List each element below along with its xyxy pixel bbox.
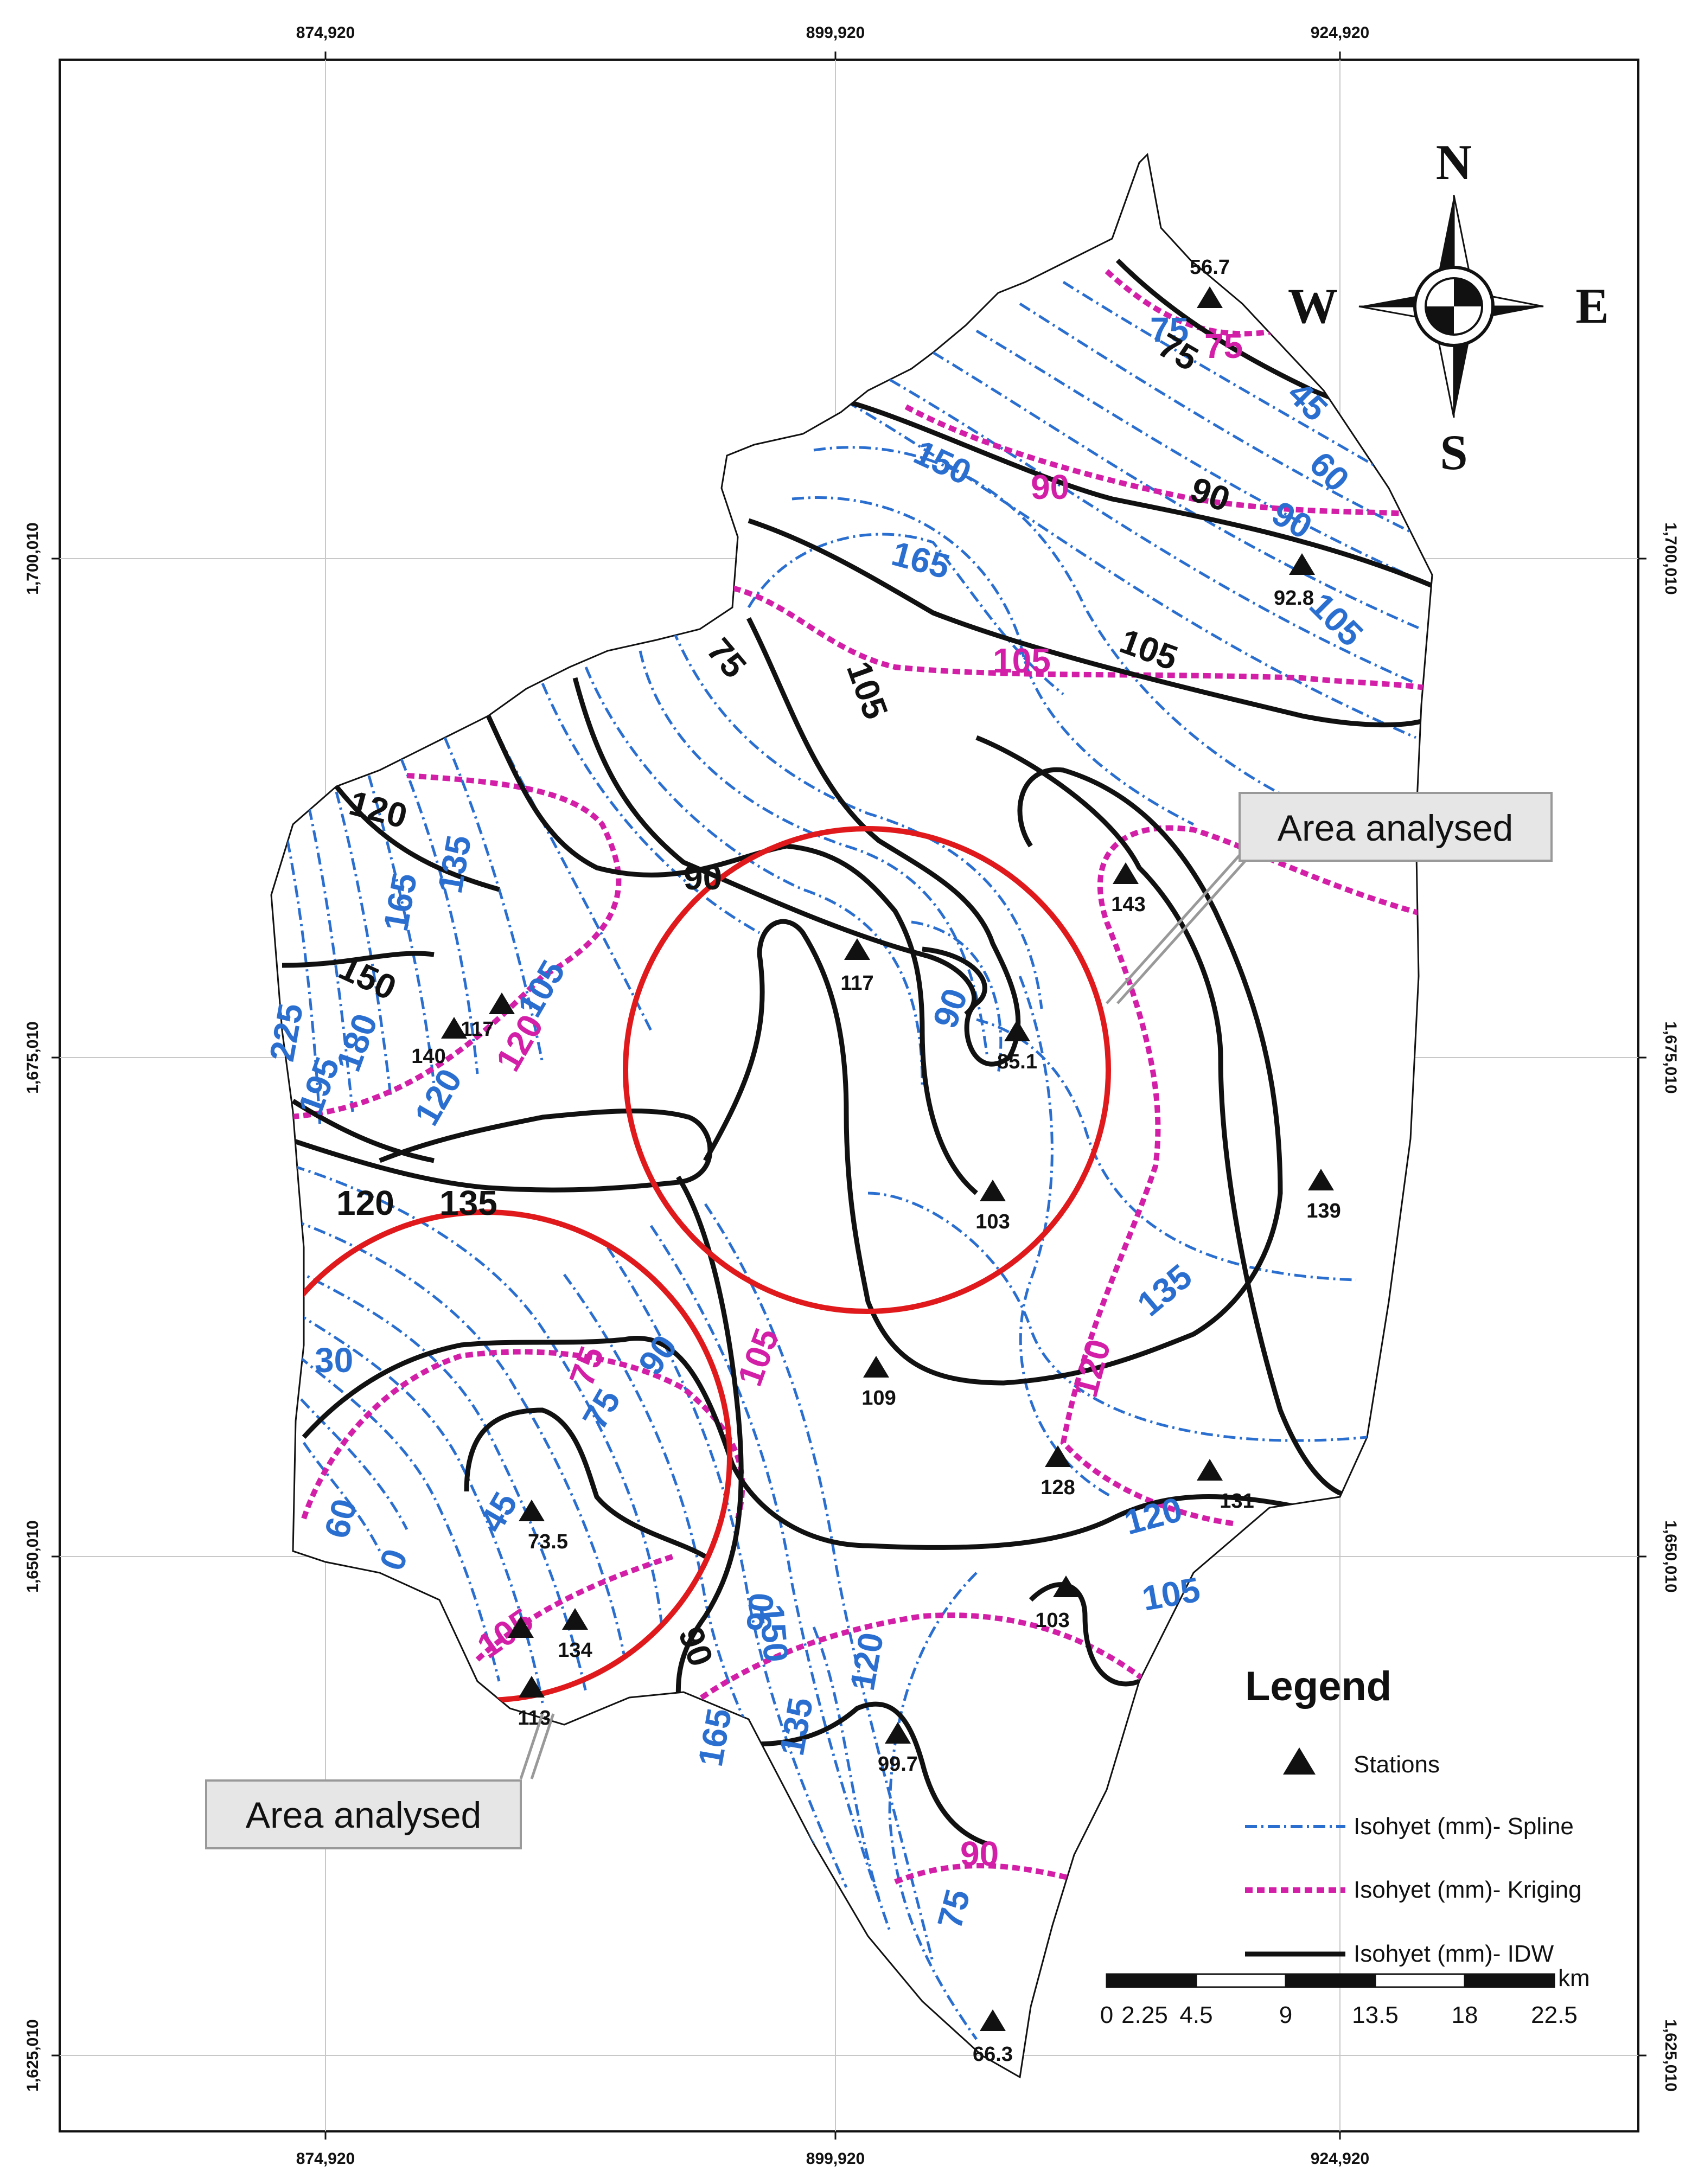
station-marker: 140 [411,1017,467,1068]
scale-unit: km [1558,1965,1590,1991]
kriging-isohyets [282,269,1432,1885]
idw-isohyet-label: 135 [439,1183,497,1222]
idw-isohyets [282,258,1432,1847]
callout-northeast: Area analysed [1106,792,1553,1004]
idw-isohyet-label: 120 [336,1183,394,1222]
scale-bar: km 0 2.25 4.5 9 13.5 18 22.5 [1100,1965,1590,2028]
kriging-isohyet-label: 75 [1204,326,1243,366]
legend-item: Stations [1354,1751,1440,1778]
station-label: 131 [1220,1490,1254,1513]
station-label: 99.7 [878,1753,918,1776]
station-label: 85.1 [997,1051,1037,1073]
station-marker: 92.8 [1274,553,1315,610]
scale-label: 18 [1452,2002,1478,2028]
station-marker: 139 [1306,1169,1341,1222]
station-marker [508,1616,534,1638]
legend: Legend Stations Isohyet (mm)- Spline Iso… [1245,1663,1582,1967]
station-marker: 103 [1035,1575,1079,1632]
station-label: 140 [411,1045,445,1068]
x-tick-label: 924,920 [1311,2150,1369,2168]
station-triangle-icon [1283,1747,1316,1775]
compass-rose: N S E W [1288,135,1609,480]
station-marker: 103 [975,1180,1010,1233]
station-label: 117 [840,972,873,995]
station-marker: 56.7 [1190,256,1230,308]
x-tick-label: 874,920 [296,24,355,42]
callout-label: Area analysed [1278,808,1514,849]
compass-west-label: W [1288,278,1338,334]
station-label: 143 [1111,893,1145,916]
kriging-isohyet-label: 90 [1031,467,1069,507]
stations: 56.7 92.8 143 117 85.1 140 117 103 139 1… [411,256,1340,2066]
scale-label: 13.5 [1352,2002,1399,2028]
y-tick-label: 1,650,010 [1662,1520,1680,1592]
y-tick-label: 1,675,010 [1662,1021,1680,1093]
callout-label: Area analysed [246,1795,482,1836]
station-marker: 128 [1040,1445,1075,1499]
spline-isohyet-label: 75 [1150,310,1189,349]
spline-isohyet-label: 30 [315,1341,353,1380]
highlight-circle-center [623,826,1111,1314]
station-label: 103 [975,1211,1010,1233]
x-tick-label: 874,920 [296,2150,355,2168]
station-label: 92.8 [1274,587,1314,610]
scale-label: 9 [1279,2002,1292,2028]
y-tick-label: 1,625,010 [1662,2019,1680,2091]
station-label: 117 [461,1018,494,1041]
compass-south-label: S [1440,425,1467,480]
station-label: 103 [1035,1609,1069,1632]
scale-label: 0 [1100,2002,1113,2028]
compass-east-label: E [1575,278,1608,334]
station-marker: 143 [1111,862,1146,916]
idw-isohyet-label: 90 [684,858,722,897]
station-label: 66.3 [973,2043,1013,2066]
legend-item: Isohyet (mm)- Kriging [1354,1876,1582,1903]
x-tick-labels-top: 874,920 899,920 924,920 [296,24,1369,42]
station-label: 109 [861,1387,896,1410]
x-tick-label: 899,920 [806,24,865,42]
compass-north-label: N [1436,135,1472,190]
scale-label: 4.5 [1179,2002,1212,2028]
station-label: 128 [1040,1476,1075,1499]
y-tick-label: 1,625,010 [24,2019,42,2091]
legend-item: Isohyet (mm)- Spline [1354,1813,1574,1840]
kriging-isohyet-label: 90 [960,1834,999,1873]
tick-marks [52,52,1646,2140]
x-tick-label: 899,920 [806,2150,865,2168]
x-tick-labels-bottom: 874,920 899,920 924,920 [296,2150,1369,2168]
y-tick-label: 1,675,010 [24,1021,42,1093]
y-tick-labels-left: 1,700,010 1,675,010 1,650,010 1,625,010 [24,522,42,2091]
legend-item: Isohyet (mm)- IDW [1354,1940,1554,1967]
y-tick-label: 1,700,010 [1662,522,1680,594]
station-marker: 113 [518,1676,551,1730]
station-marker: 134 [558,1608,592,1662]
station-label: 113 [518,1707,551,1730]
x-tick-label: 924,920 [1311,24,1369,42]
y-tick-labels-right: 1,700,010 1,675,010 1,650,010 1,625,010 [1662,522,1680,2091]
station-label: 139 [1306,1200,1340,1222]
y-tick-label: 1,700,010 [24,522,42,594]
study-area-boundary [270,152,1433,2079]
legend-title: Legend [1245,1663,1391,1709]
station-marker: 73.5 [519,1500,568,1553]
scale-label: 2.25 [1121,2002,1168,2028]
kriging-isohyet-label: 105 [993,641,1051,680]
y-tick-label: 1,650,010 [24,1520,42,1592]
station-marker: 117 [461,992,515,1041]
station-marker: 131 [1197,1459,1254,1513]
station-marker: 85.1 [997,1020,1037,1073]
station-marker: 66.3 [973,2009,1013,2066]
station-label: 73.5 [528,1530,568,1553]
station-marker: 99.7 [878,1722,918,1776]
spline-isohyet-label: 150 [752,1603,796,1664]
spline-isohyet-label: 90 [739,1591,781,1633]
station-marker: 109 [861,1356,896,1410]
station-marker: 117 [840,938,874,995]
station-label: 56.7 [1190,256,1230,279]
callout-southwest: Area analysed [205,1713,555,1849]
scale-label: 22.5 [1531,2002,1578,2028]
station-label: 134 [558,1639,592,1662]
